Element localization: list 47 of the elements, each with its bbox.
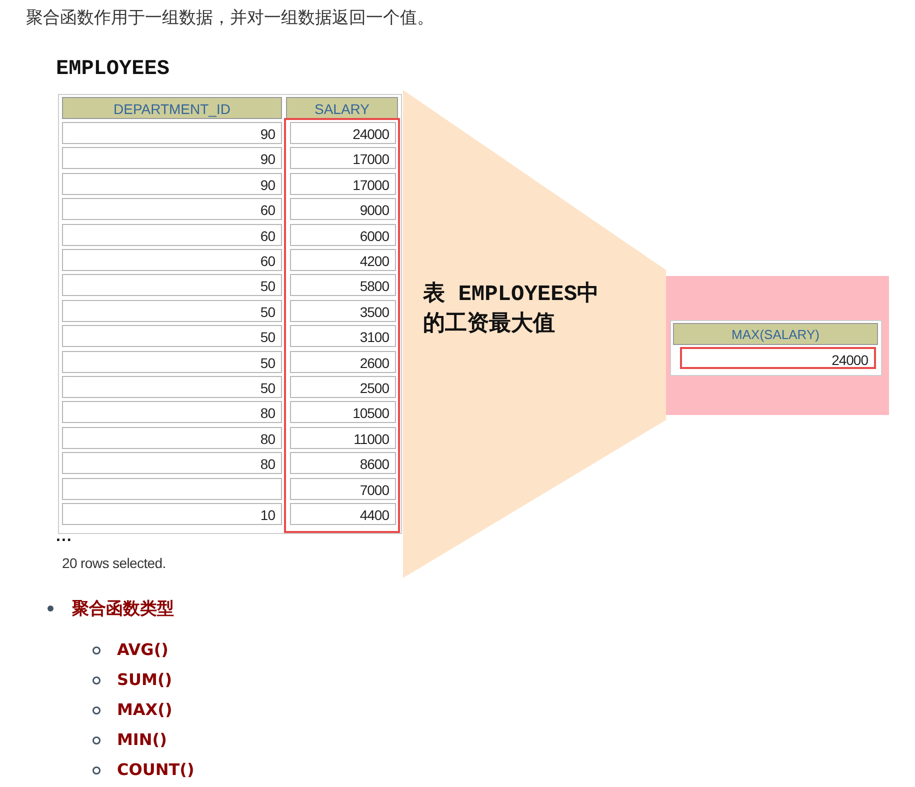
table-cell: 50 [62,325,282,348]
table-cell: 17000 [290,172,396,195]
table-cell: 2500 [290,376,396,398]
list-heading: 聚合函数类型 [72,598,174,620]
table-cell: 17000 [290,147,396,170]
list-item: COUNT() [117,760,194,779]
table-cell: 10 [62,503,282,525]
table-cell: 3100 [290,325,396,348]
ellipsis: ... [56,528,72,546]
table-cell: 10500 [290,401,396,424]
table-cell: 50 [62,376,282,398]
intro-sentence: 聚合函数作用于一组数据，并对一组数据返回一个值。 [26,7,434,29]
table-cell: 90 [62,172,282,195]
list-item: AVG() [117,640,168,659]
table-cell: 9000 [290,198,396,220]
row-count-note: 20 rows selected. [62,555,166,571]
funnel-caption: 表 EMPLOYEES中的工资最大值 [423,280,600,339]
table-cell: 24000 [680,347,876,369]
table-cell: 24000 [290,122,396,144]
table-cell: 4200 [290,249,396,271]
table-cell: 80 [62,452,282,474]
table-cell: 60 [62,249,282,271]
table-cell: 7000 [290,478,396,500]
list-item: MIN() [117,730,167,749]
result-panel [666,276,889,415]
list-item: SUM() [117,670,172,689]
table-cell: 11000 [290,426,396,449]
table-cell: 90 [62,147,282,170]
list-item: MAX() [117,700,172,719]
table-cell: 80 [62,401,282,424]
column-header: SALARY [286,97,398,119]
table-cell: 4400 [290,503,396,525]
table-cell: 50 [62,350,282,373]
table-cell: 3500 [290,300,396,322]
table-cell: 6000 [290,224,396,246]
table-cell: 60 [62,198,282,220]
column-header: MAX(SALARY) [673,323,878,345]
table-cell: 50 [62,300,282,322]
table-title: EMPLOYEES [56,58,170,81]
table-cell: 50 [62,274,282,296]
table-cell: 90 [62,122,282,144]
table-cell: 2600 [290,350,396,373]
table-cell: 80 [62,426,282,449]
table-cell: 8600 [290,452,396,474]
table-cell: 60 [62,224,282,246]
table-cell: 5800 [290,274,396,296]
column-header: DEPARTMENT_ID [62,97,282,119]
